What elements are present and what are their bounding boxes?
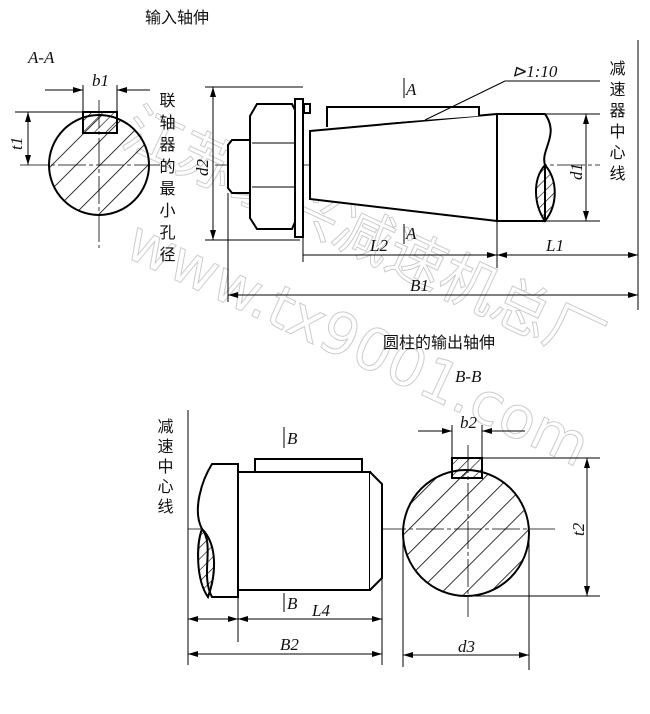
dim-t2: t2 bbox=[569, 522, 588, 536]
center-line-note-top: 减速器中心线 bbox=[607, 60, 626, 186]
dim-b1: b1 bbox=[92, 71, 109, 90]
input-shaft bbox=[205, 40, 639, 310]
dim-L4: L4 bbox=[311, 601, 330, 620]
dim-d3: d3 bbox=[458, 637, 475, 656]
section-b-mark-top: B bbox=[287, 429, 298, 448]
section-bb-label: B-B bbox=[455, 367, 482, 386]
section-bb bbox=[402, 425, 600, 670]
taper-note: ⊳1:10 bbox=[512, 62, 558, 81]
dim-d1: d1 bbox=[567, 163, 586, 180]
section-a-mark-bottom: A bbox=[405, 224, 417, 243]
output-shaft-title: 圆柱的输出轴伸 bbox=[383, 333, 495, 352]
coupling-note: 联轴器的最小孔径 bbox=[157, 92, 176, 268]
section-aa-label: A-A bbox=[27, 48, 55, 67]
center-line-note-bottom: 减速中心线 bbox=[155, 418, 174, 518]
dim-t1: t1 bbox=[7, 137, 26, 150]
dim-B1: B1 bbox=[410, 276, 429, 295]
dim-L1: L1 bbox=[545, 236, 564, 255]
input-shaft-title: 输入轴伸 bbox=[145, 8, 209, 27]
section-b-mark-bottom: B bbox=[287, 594, 298, 613]
section-aa bbox=[15, 85, 160, 248]
dim-b2: b2 bbox=[460, 413, 478, 432]
dim-d2: d2 bbox=[193, 159, 212, 177]
dim-B2: B2 bbox=[280, 635, 299, 654]
section-a-mark-top: A bbox=[405, 80, 417, 99]
dim-L2: L2 bbox=[369, 236, 388, 255]
output-shaft bbox=[187, 410, 555, 665]
